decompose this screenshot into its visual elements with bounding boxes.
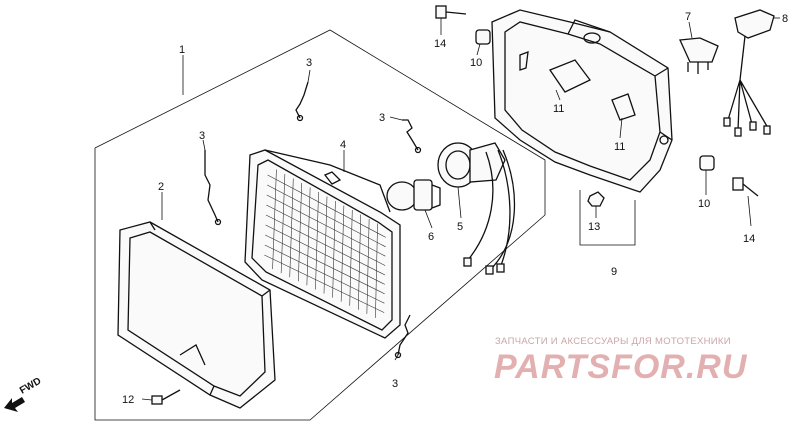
spring-clip-bottom xyxy=(394,314,411,359)
collar-10-right xyxy=(699,155,715,171)
callout-13: 13 xyxy=(588,221,600,233)
lens-grid-line xyxy=(340,205,345,302)
lens-grid-line xyxy=(366,218,370,314)
callout-14-top: 14 xyxy=(434,38,446,50)
callout-11-right: 11 xyxy=(614,141,625,153)
callout-3-left: 3 xyxy=(199,130,205,142)
watermark-subtitle: ЗАПЧАСТИ И АКСЕССУАРЫ ДЛЯ МОТОТЕХНИКИ xyxy=(495,336,731,347)
lens-grid-line xyxy=(272,169,277,270)
callout-14-right: 14 xyxy=(743,233,755,245)
callout-1: 1 xyxy=(179,44,185,56)
connector-plate xyxy=(679,37,719,74)
fwd-label: FWD xyxy=(18,376,43,397)
callout-12: 12 xyxy=(122,394,134,406)
lens-grid-line xyxy=(357,214,362,310)
lens-grid-line xyxy=(289,178,294,278)
assembly-outline-1 xyxy=(94,29,546,421)
lens-grid-line xyxy=(323,196,328,294)
headlight-rim xyxy=(117,221,276,409)
headlight-bulb xyxy=(386,179,441,211)
callout-4: 4 xyxy=(340,139,346,151)
lens-grid-line xyxy=(315,191,319,290)
fwd-arrow-icon xyxy=(4,397,25,412)
callout-7: 7 xyxy=(685,11,691,23)
callout-3-bottom: 3 xyxy=(392,378,398,390)
lens-grid-line xyxy=(297,182,303,282)
lens-grid xyxy=(264,169,386,318)
lens-grid-line xyxy=(375,223,378,318)
callout-9: 9 xyxy=(611,266,617,278)
callout-3-top: 3 xyxy=(306,57,312,69)
headlight-lens xyxy=(244,149,401,339)
callout-6: 6 xyxy=(428,231,434,243)
bolt-14-right xyxy=(732,177,759,197)
spring-clip-bulb xyxy=(402,119,422,154)
lens-grid-line xyxy=(306,187,311,286)
callout-8: 8 xyxy=(782,13,788,25)
nut-13 xyxy=(587,191,605,207)
callout-2: 2 xyxy=(158,181,164,193)
bulb-socket xyxy=(437,142,516,275)
callout-5: 5 xyxy=(457,221,463,233)
collar-10-top xyxy=(475,29,491,45)
lens-grid-line xyxy=(349,209,353,306)
leader-lines xyxy=(141,17,780,401)
watermark-brand: PARTSFOR.RU xyxy=(494,348,748,386)
callout-10-top: 10 xyxy=(470,57,482,69)
callout-11-left: 11 xyxy=(553,103,564,115)
position-light-socket xyxy=(723,9,775,137)
callout-3-bulb: 3 xyxy=(379,112,385,124)
screw-12 xyxy=(151,389,181,405)
bolt-14-top xyxy=(435,5,467,19)
spring-clip-top xyxy=(295,81,309,122)
fwd-indicator: FWD xyxy=(4,376,43,412)
lens-grid-line xyxy=(280,173,286,274)
lens-grid-line xyxy=(332,200,336,298)
spring-clip-left xyxy=(204,150,222,226)
watermark: ЗАПЧАСТИ И АКСЕССУАРЫ ДЛЯ МОТОТЕХНИКИ PA… xyxy=(494,336,748,386)
callout-10-right: 10 xyxy=(698,198,710,210)
headlight-case xyxy=(491,9,673,193)
